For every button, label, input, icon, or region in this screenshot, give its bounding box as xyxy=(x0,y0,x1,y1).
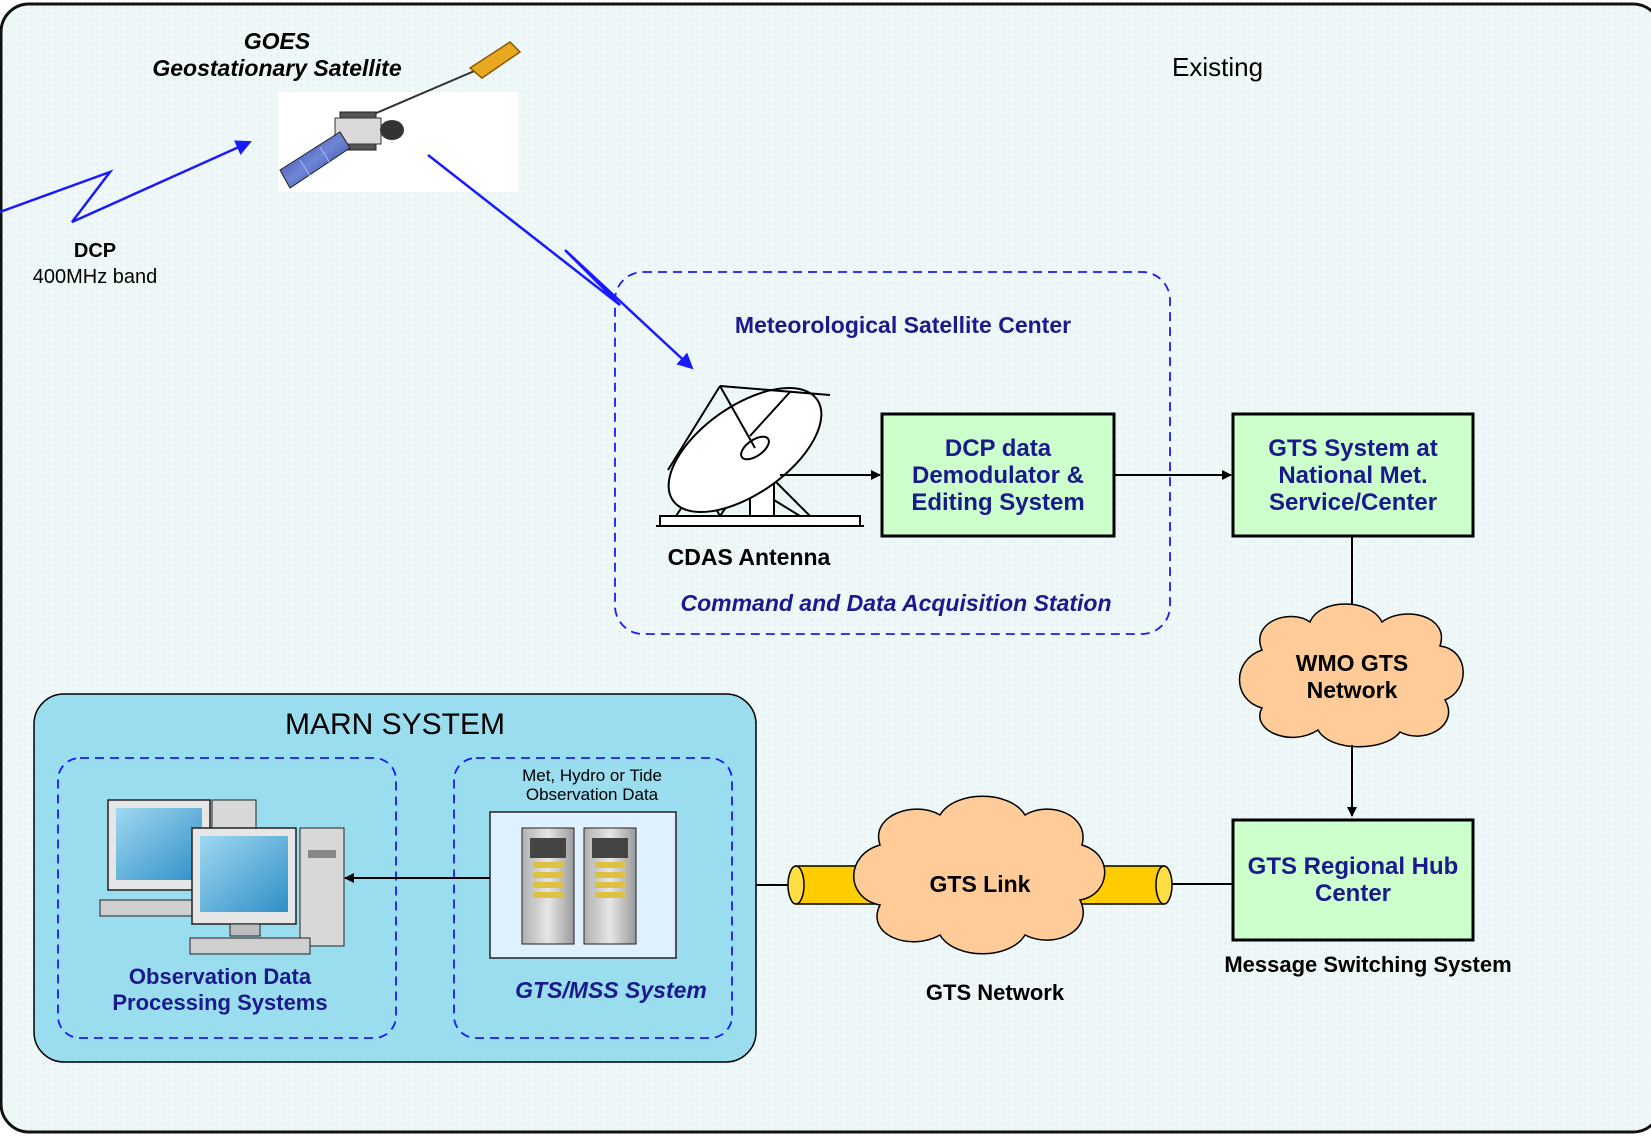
msc-center-label: Meteorological Satellite Center xyxy=(734,312,1072,338)
regional-hub-caption: Message Switching System xyxy=(1224,952,1512,977)
demodulator-box-label: DCP data Demodulator & Editing System xyxy=(911,434,1085,516)
satellite-downlink-signal xyxy=(427,154,694,370)
satellite-title-line1: GOES xyxy=(243,28,311,54)
satellite-title: GOES Geostationary Satellite xyxy=(152,28,401,82)
obs-processing-caption: Observation Data Processing Systems xyxy=(112,964,328,1015)
msc-region xyxy=(614,271,1171,635)
regional-hub-box-rect xyxy=(1231,818,1475,942)
gts-link-cloud-label: GTS Link xyxy=(929,870,1031,897)
dcp-label: DCP 400MHz band xyxy=(33,238,158,290)
dcp-band: 400MHz band xyxy=(32,266,158,288)
marn-title: MARN SYSTEM xyxy=(284,708,506,741)
satellite-title-line2: Geostationary Satellite xyxy=(152,55,402,81)
gts-national-box-rect xyxy=(1231,412,1475,538)
wmo-gts-cloud-label: WMO GTS Network xyxy=(1295,650,1409,703)
cdas-station-label: Command and Data Acquisition Station xyxy=(680,590,1112,616)
demodulator-box-rect xyxy=(880,412,1116,538)
gts-national-box-label: GTS System at National Met. Service/Cent… xyxy=(1268,434,1438,516)
mss-servers-icon xyxy=(489,811,677,959)
cdas-antenna-icon xyxy=(656,385,864,527)
status-label: Existing xyxy=(1172,52,1264,82)
mss-data-label: Met, Hydro or Tide Observation Data xyxy=(522,766,662,804)
dcp-title: DCP xyxy=(73,240,117,262)
cdas-antenna-label: CDAS Antenna xyxy=(667,544,831,570)
dcp-uplink-signal xyxy=(0,140,252,224)
regional-hub-box-label: GTS Regional Hub Center xyxy=(1247,853,1459,907)
gts-network-caption: GTS Network xyxy=(925,980,1065,1005)
mss-caption: GTS/MSS System xyxy=(515,977,707,1003)
satellite-icon xyxy=(278,41,522,192)
computers-icon xyxy=(99,799,345,955)
gts-link-cloud xyxy=(853,795,1106,955)
wmo-gts-cloud xyxy=(1238,603,1464,748)
